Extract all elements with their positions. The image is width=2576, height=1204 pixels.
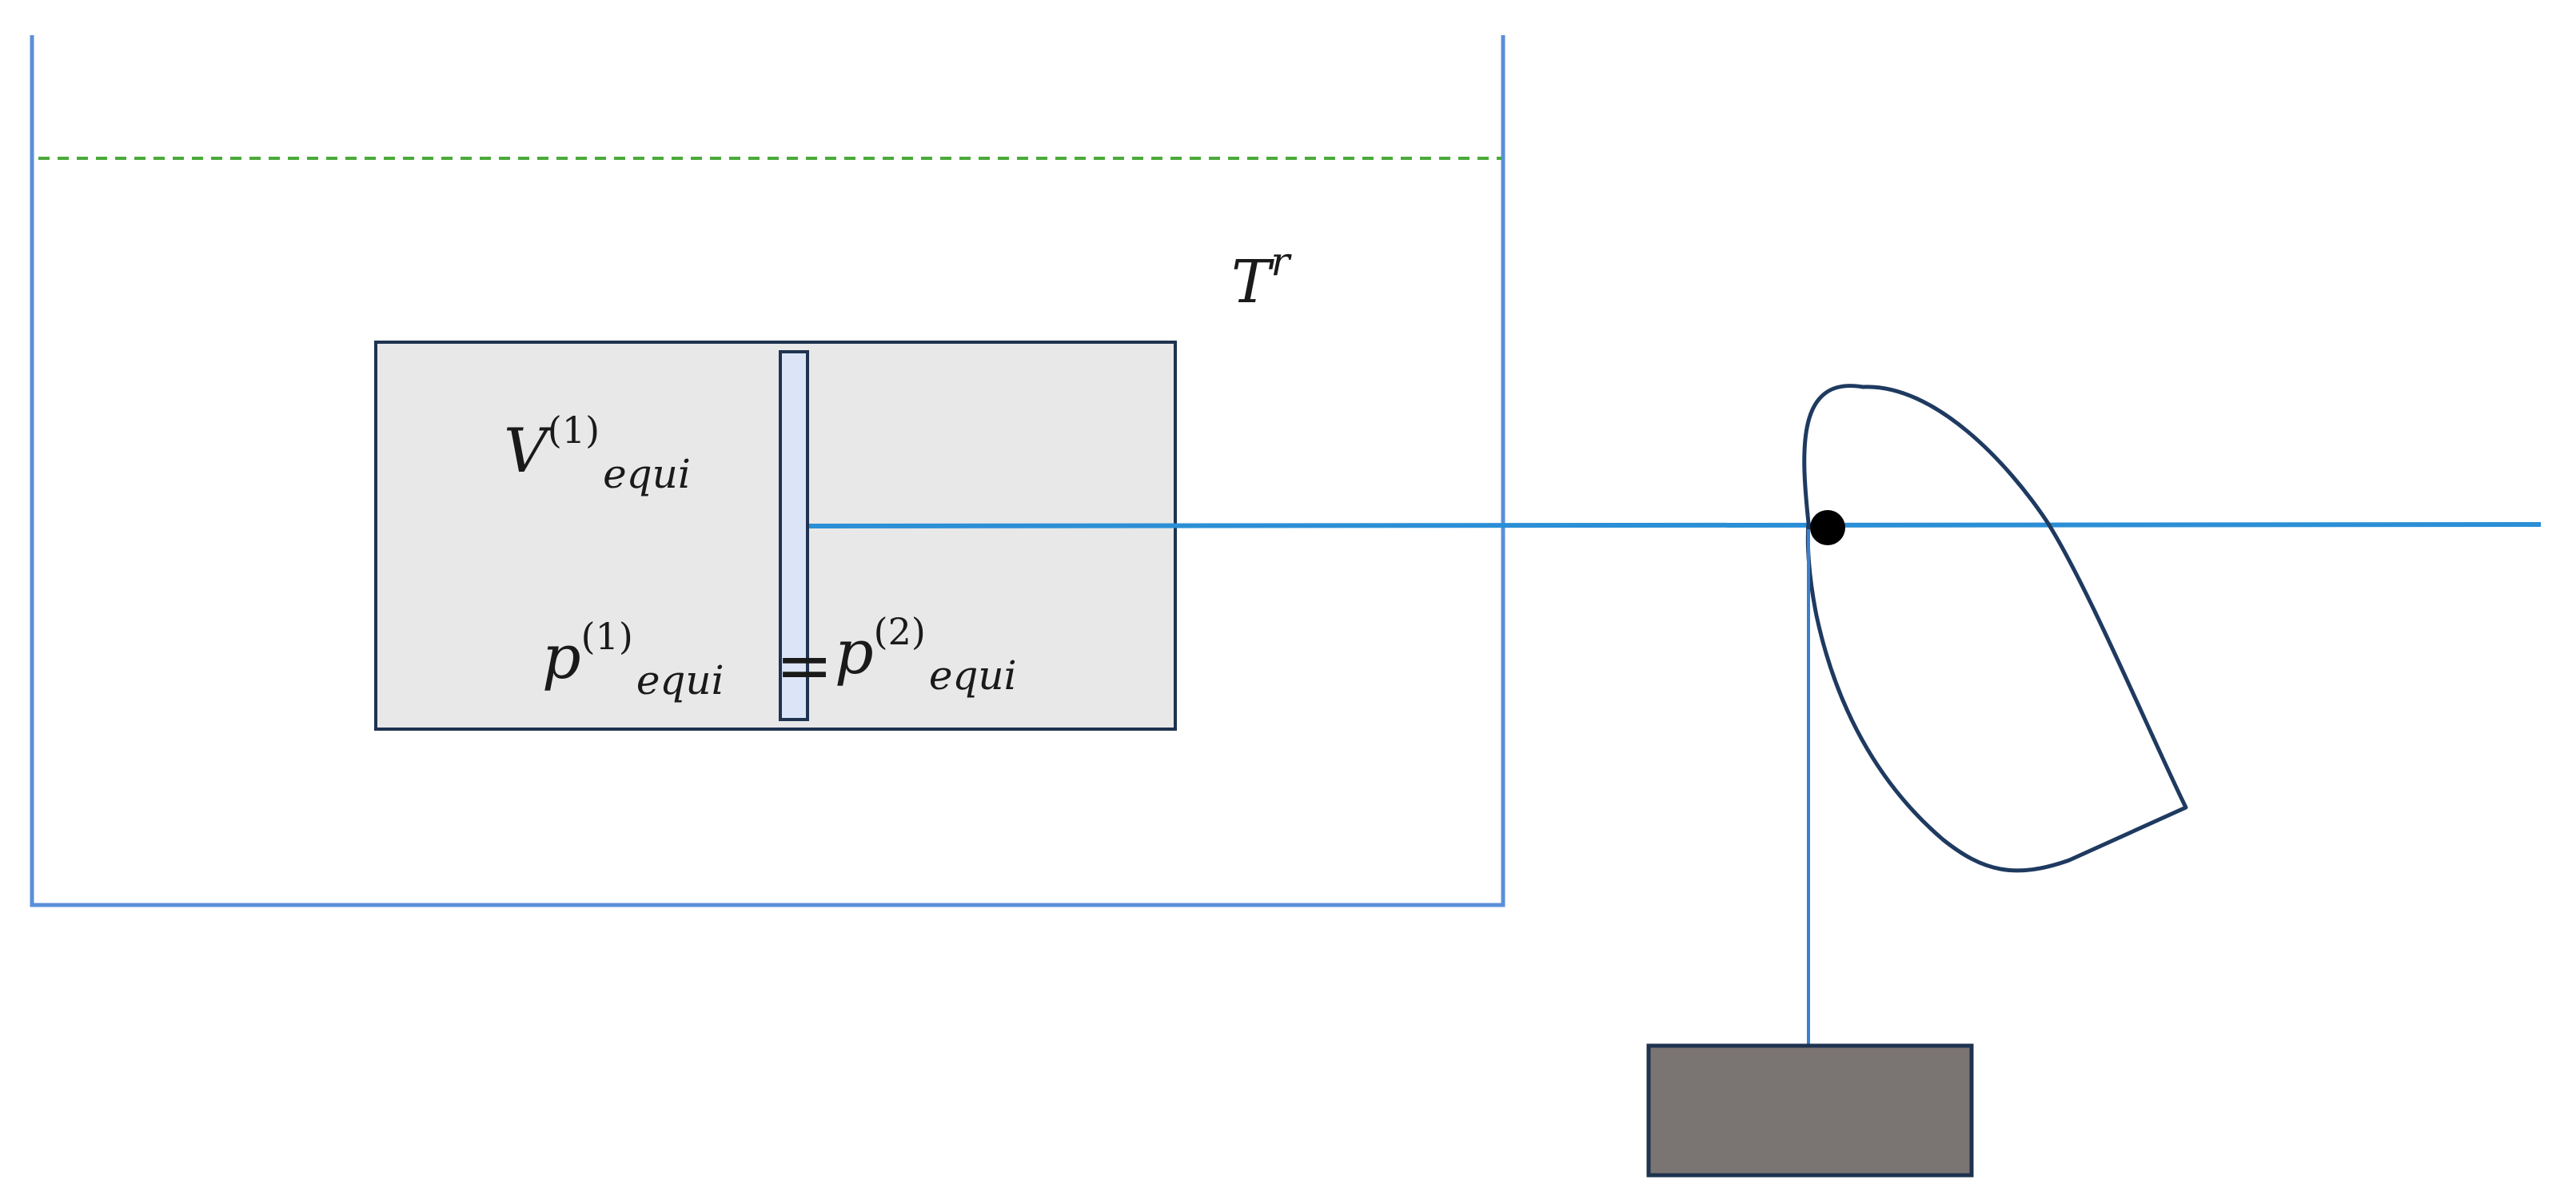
piston-rod xyxy=(804,522,2542,528)
volume-base: V xyxy=(504,415,553,486)
heat-bath-container xyxy=(30,35,1505,907)
pressure-left-base: p xyxy=(542,621,581,692)
piston xyxy=(779,350,809,721)
volume-sup: (1) xyxy=(548,409,600,452)
pressure-right-sub: equi xyxy=(929,652,1017,699)
volume-sub: equi xyxy=(603,451,691,497)
volume-label: V(1)equi xyxy=(504,409,691,497)
pressure-right-sup: (2) xyxy=(874,610,926,653)
pressure-left-label: p(1)equi xyxy=(542,615,724,704)
temperature-label: Tr xyxy=(1231,238,1292,317)
pressure-right-label: p(2)equi xyxy=(835,610,1017,699)
hanging-weight xyxy=(1646,1043,1974,1178)
temperature-sup: r xyxy=(1270,238,1292,285)
pivot-point xyxy=(1810,510,1845,545)
equals-sign: = xyxy=(776,626,833,706)
pressure-left-sup: (1) xyxy=(581,615,633,658)
temperature-base: T xyxy=(1231,248,1274,317)
pressure-left-sub: equi xyxy=(636,657,724,704)
pressure-right-base: p xyxy=(835,616,874,688)
cam-pulley xyxy=(1802,384,2188,873)
cylinder xyxy=(374,341,1177,731)
